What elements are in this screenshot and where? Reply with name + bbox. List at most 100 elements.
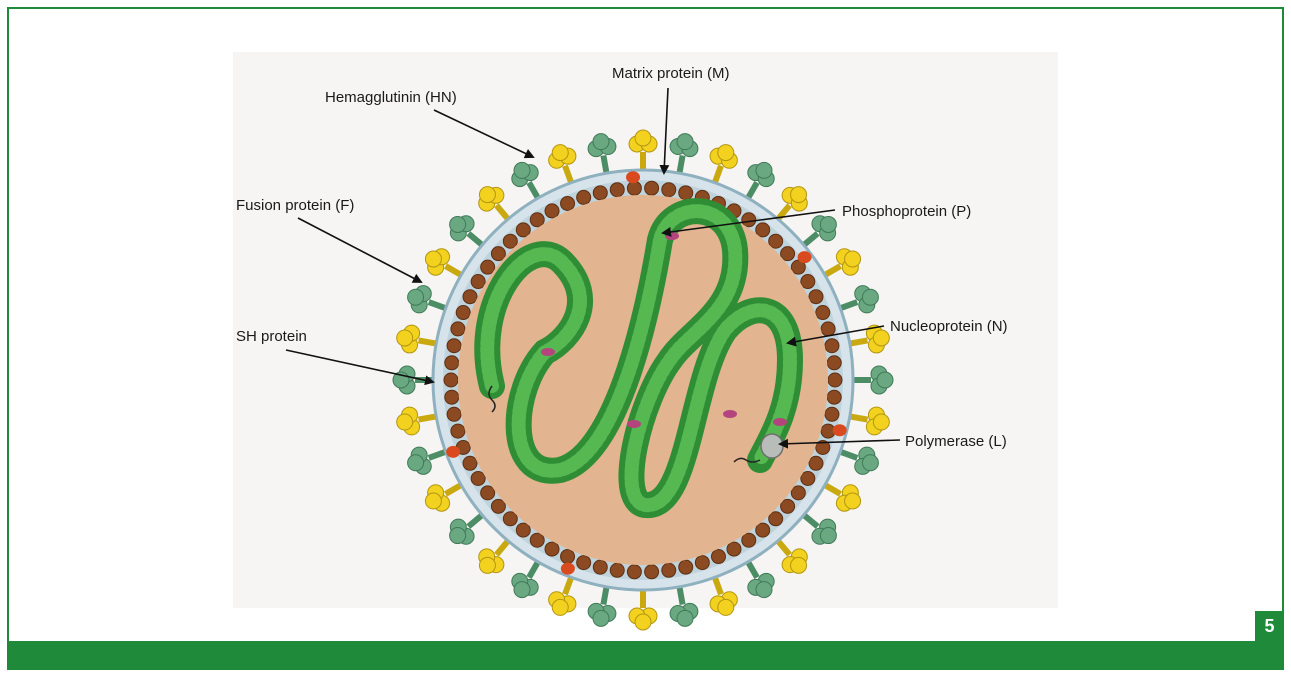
- matrix-protein-bead: [825, 339, 839, 353]
- matrix-protein-bead: [516, 523, 530, 537]
- matrix-protein-bead: [825, 407, 839, 421]
- hemagglutinin-spike: [746, 162, 775, 202]
- matrix-protein-bead: [809, 290, 823, 304]
- sh-arrow: [286, 350, 433, 382]
- fusion-protein-spike: [425, 483, 465, 512]
- matrix-protein-bead: [801, 471, 815, 485]
- sh-protein: [446, 446, 460, 458]
- matrix-protein-bead: [577, 556, 591, 570]
- label-sh-protein: SH protein: [236, 328, 307, 345]
- hemagglutinin-spike: [393, 366, 438, 394]
- matrix-arrow: [664, 88, 668, 173]
- matrix-protein-bead: [610, 563, 624, 577]
- label-polymerase: Polymerase (L): [905, 433, 1007, 450]
- matrix-protein-bead: [627, 565, 641, 579]
- label-phosphoprotein: Phosphoprotein (P): [842, 203, 971, 220]
- matrix-protein-bead: [481, 486, 495, 500]
- sh-protein: [626, 171, 640, 183]
- matrix-protein-bead: [503, 512, 517, 526]
- matrix-protein-bead: [679, 560, 693, 574]
- hemagglutinin-spike: [800, 512, 836, 545]
- fusion-protein-spike: [821, 483, 861, 512]
- phosphoprotein: [723, 410, 737, 418]
- hemagglutinin-spike: [848, 366, 893, 394]
- fusion-protein-spike: [821, 249, 861, 278]
- hemagglutinin-spike: [746, 558, 775, 598]
- matrix-protein-bead: [627, 181, 641, 195]
- matrix-protein-bead: [828, 373, 842, 387]
- matrix-protein-bead: [679, 186, 693, 200]
- matrix-protein-bead: [530, 533, 544, 547]
- matrix-protein-bead: [662, 563, 676, 577]
- matrix-protein-bead: [463, 456, 477, 470]
- matrix-protein-bead: [801, 275, 815, 289]
- label-matrix-protein: Matrix protein (M): [612, 65, 730, 82]
- matrix-protein-bead: [451, 322, 465, 336]
- hemagglutinin-spike: [512, 162, 541, 202]
- matrix-protein-bead: [610, 183, 624, 197]
- matrix-protein-bead: [471, 275, 485, 289]
- matrix-protein-bead: [756, 523, 770, 537]
- sh-protein: [561, 563, 575, 575]
- matrix-protein-bead: [471, 471, 485, 485]
- matrix-protein-bead: [593, 560, 607, 574]
- matrix-protein-bead: [742, 213, 756, 227]
- matrix-protein-bead: [816, 306, 830, 320]
- matrix-protein-bead: [491, 247, 505, 261]
- matrix-protein-bead: [447, 339, 461, 353]
- matrix-protein-bead: [577, 190, 591, 204]
- matrix-protein-bead: [645, 181, 659, 195]
- matrix-protein-bead: [727, 542, 741, 556]
- matrix-protein-bead: [456, 306, 470, 320]
- hemagglutinin-spike: [800, 216, 836, 249]
- matrix-protein-bead: [809, 456, 823, 470]
- matrix-protein-bead: [756, 223, 770, 237]
- matrix-protein-bead: [827, 356, 841, 370]
- hemagglutinin-arrow: [434, 110, 533, 157]
- fusion-protein-spike: [775, 537, 808, 573]
- sh-protein: [833, 424, 847, 436]
- matrix-protein-bead: [445, 356, 459, 370]
- label-nucleoprotein: Nucleoprotein (N): [890, 318, 1008, 335]
- hemagglutinin-spike: [450, 512, 486, 545]
- phosphoprotein: [541, 348, 555, 356]
- matrix-protein-bead: [503, 234, 517, 248]
- matrix-protein-bead: [695, 556, 709, 570]
- matrix-protein-bead: [481, 260, 495, 274]
- fusion-protein-spike: [629, 130, 657, 175]
- matrix-protein-bead: [545, 204, 559, 218]
- matrix-protein-bead: [791, 486, 805, 500]
- fusion-protein-spike: [629, 585, 657, 630]
- matrix-protein-bead: [662, 183, 676, 197]
- matrix-protein-bead: [561, 196, 575, 210]
- matrix-protein-bead: [451, 424, 465, 438]
- matrix-protein-bead: [781, 247, 795, 261]
- matrix-protein-bead: [781, 499, 795, 513]
- matrix-protein-bead: [516, 223, 530, 237]
- label-hemagglutinin: Hemagglutinin (HN): [325, 89, 457, 106]
- matrix-protein-bead: [561, 550, 575, 564]
- matrix-protein-bead: [463, 290, 477, 304]
- matrix-protein-bead: [593, 186, 607, 200]
- matrix-protein-bead: [827, 390, 841, 404]
- fusion-protein-spike: [479, 537, 512, 573]
- matrix-protein-bead: [445, 390, 459, 404]
- fusion-arrow: [298, 218, 421, 282]
- sh-protein: [798, 251, 812, 263]
- label-fusion-protein: Fusion protein (F): [236, 197, 354, 214]
- matrix-protein-bead: [530, 213, 544, 227]
- matrix-protein-bead: [742, 533, 756, 547]
- fusion-protein-spike: [425, 249, 465, 278]
- matrix-protein-bead: [491, 499, 505, 513]
- matrix-protein-bead: [769, 234, 783, 248]
- phosphoprotein: [627, 420, 641, 428]
- hemagglutinin-spike: [450, 216, 486, 249]
- matrix-protein-bead: [711, 550, 725, 564]
- polymerase-l: [761, 434, 783, 458]
- phosphoprotein: [773, 418, 787, 426]
- fusion-protein-spike: [479, 187, 512, 223]
- hemagglutinin-spike: [512, 558, 541, 598]
- matrix-protein-bead: [821, 322, 835, 336]
- matrix-protein-bead: [645, 565, 659, 579]
- matrix-protein-bead: [545, 542, 559, 556]
